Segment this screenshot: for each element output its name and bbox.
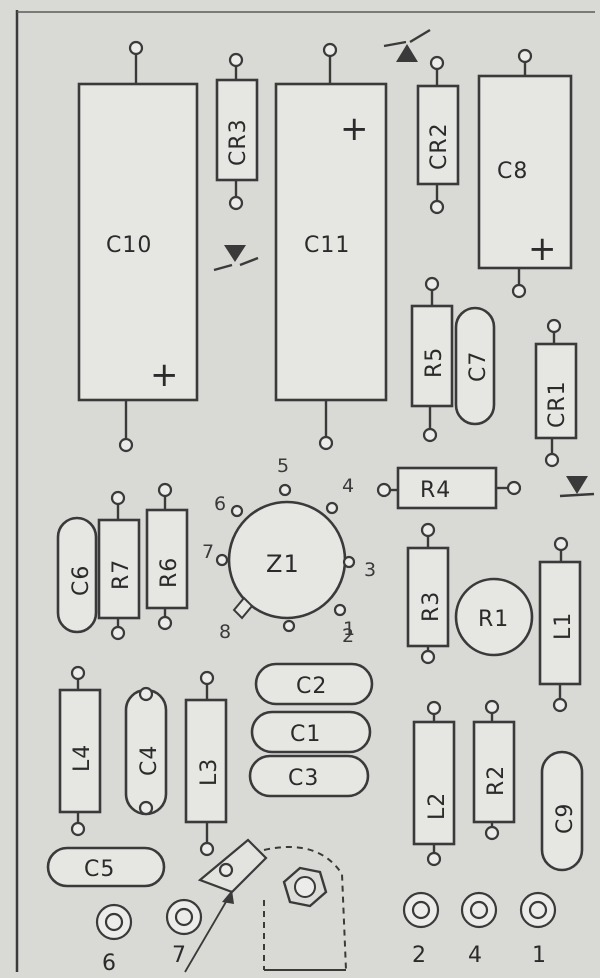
resistor-r5: R5 — [410, 276, 454, 443]
label-c7: C7 — [466, 351, 491, 382]
label-c2: C2 — [296, 674, 327, 699]
diode-symbol-icon — [559, 476, 595, 498]
z1-pin-2: 2 — [342, 625, 354, 647]
label-r1: R1 — [478, 607, 509, 632]
label-cr3: CR3 — [226, 118, 251, 166]
diode-symbol-icon — [213, 245, 259, 272]
capacitor-c11: C11 + — [274, 42, 388, 451]
label-r2: R2 — [484, 765, 509, 796]
label-z1: Z1 — [266, 550, 300, 578]
resistor-r6: R6 — [145, 482, 189, 631]
plus-sign-c11: + — [340, 109, 369, 149]
label-cr1: CR1 — [545, 380, 570, 428]
label-c11: C11 — [304, 233, 350, 258]
label-cr2: CR2 — [427, 122, 452, 170]
label-l3: L3 — [197, 758, 222, 786]
terminal-7: 7 — [165, 898, 203, 968]
capacitor-c6: C6 — [56, 516, 98, 634]
terminal-4: 4 — [460, 891, 498, 968]
z1-pin-1: 1 — [343, 618, 355, 640]
label-c8: C8 — [497, 159, 528, 184]
capacitor-c1: C1 — [250, 710, 372, 754]
label-r6: R6 — [157, 557, 182, 588]
capacitor-c7: C7 — [454, 306, 496, 426]
diode-cr1: CR1 — [534, 318, 578, 468]
capacitor-c10: C10 + — [77, 40, 199, 453]
terminal-2: 2 — [402, 891, 440, 968]
capacitor-c5: C5 — [46, 846, 166, 888]
z1-pin-8: 8 — [219, 621, 231, 643]
terminal-label-1: 1 — [532, 943, 546, 968]
inductor-l3: L3 — [184, 670, 228, 857]
label-l1: L1 — [551, 612, 576, 640]
diode-symbol-icon — [383, 28, 431, 62]
label-c6: C6 — [69, 565, 94, 596]
resistor-r4: R4 — [376, 466, 522, 510]
inductor-l1: L1 — [538, 536, 582, 713]
mounting-bracket — [184, 838, 347, 973]
label-r4: R4 — [420, 478, 451, 503]
z1-pin-4: 4 — [342, 475, 354, 497]
label-r7: R7 — [109, 559, 134, 590]
label-c9: C9 — [553, 803, 578, 834]
z1-pin-3: 3 — [364, 559, 376, 581]
label-l2: L2 — [425, 792, 450, 820]
label-r5: R5 — [422, 347, 447, 378]
inductor-l2: L2 — [412, 700, 456, 867]
label-c3: C3 — [288, 766, 319, 791]
label-l4: L4 — [70, 744, 95, 772]
z1-pin-6: 6 — [214, 493, 226, 515]
capacitor-c4: C4 — [124, 686, 168, 816]
resistor-r1: R1 — [454, 577, 534, 657]
z1-pin-7: 7 — [202, 541, 214, 563]
capacitor-c8: C8 + — [477, 48, 573, 299]
terminal-label-7: 7 — [172, 943, 186, 968]
inductor-l4: L4 — [58, 665, 102, 837]
terminal-label-4: 4 — [468, 943, 482, 968]
terminal-6: 6 — [95, 903, 133, 976]
terminal-1: 1 — [519, 891, 557, 968]
label-c4: C4 — [137, 745, 162, 776]
label-c5: C5 — [84, 857, 115, 882]
integrated-circuit-z1: Z1 1 2 3 4 5 6 7 8 — [202, 455, 376, 647]
label-c10: C10 — [106, 233, 152, 258]
capacitor-c2: C2 — [254, 662, 374, 706]
z1-pin-5: 5 — [277, 455, 289, 477]
terminal-label-2: 2 — [412, 943, 426, 968]
terminal-label-6: 6 — [102, 951, 116, 976]
resistor-r2: R2 — [472, 699, 516, 841]
plus-sign-c8: + — [528, 229, 557, 269]
label-c1: C1 — [290, 722, 321, 747]
label-r3: R3 — [419, 591, 444, 622]
diode-cr2: CR2 — [416, 55, 460, 215]
resistor-r7: R7 — [97, 490, 141, 641]
capacitor-c9: C9 — [540, 750, 584, 872]
resistor-r3: R3 — [406, 522, 450, 665]
plus-sign-c10: + — [150, 355, 179, 395]
capacitor-c3: C3 — [248, 754, 370, 798]
diode-cr3: CR3 — [215, 52, 259, 211]
